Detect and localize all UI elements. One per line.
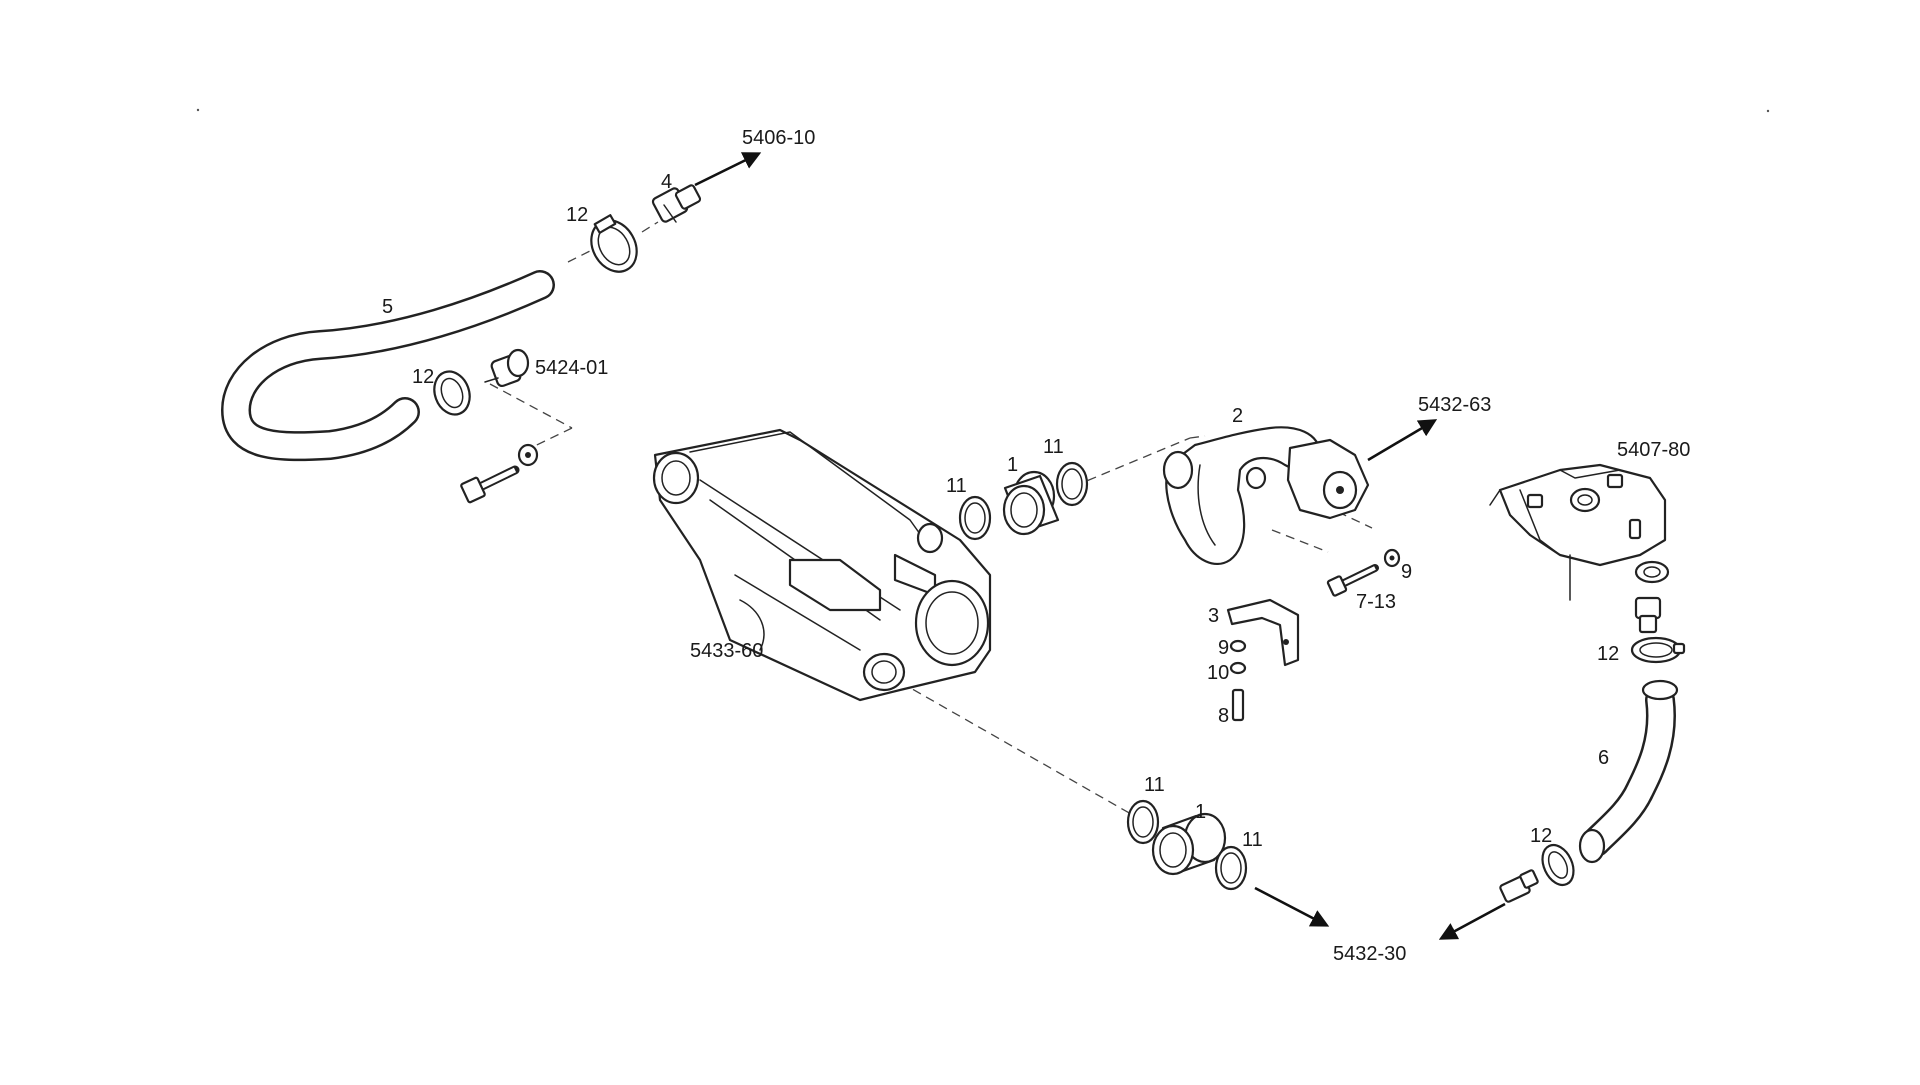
hose-clamp-mid: [433, 370, 471, 416]
corner-mark-left: [196, 108, 200, 112]
arrow-to-5406-10: [694, 152, 762, 187]
label-item-1-b: 1: [1195, 801, 1206, 823]
label-item-11-b: 11: [1043, 436, 1064, 458]
label-ref-5433-60: 5433-60: [690, 640, 763, 662]
label-ref-5406-10: 5406-10: [742, 127, 815, 149]
egr-cooler: [652, 428, 992, 702]
arrow-to-5432-30-right: [1438, 902, 1506, 940]
label-item-12-right: 12: [1597, 643, 1619, 665]
label-item-3: 3: [1208, 605, 1219, 627]
label-item-9-a: 9: [1401, 561, 1412, 583]
connector-4: [651, 184, 702, 223]
label-item-1-a: 1: [1007, 454, 1018, 476]
bolt-left: [460, 443, 539, 504]
label-item-12-top: 12: [566, 204, 588, 226]
hose-6: [1578, 679, 1679, 864]
label-ref-5407-80: 5407-80: [1617, 439, 1690, 461]
label-item-9-b: 9: [1218, 637, 1229, 659]
reference-arrows: [694, 152, 1506, 940]
label-item-10: 10: [1207, 662, 1229, 684]
label-ref-5432-30: 5432-30: [1333, 943, 1406, 965]
label-item-11-c: 11: [1144, 774, 1165, 796]
label-item-2: 2: [1232, 405, 1243, 427]
label-item-6: 6: [1598, 747, 1609, 769]
fitting-5424-01: [484, 348, 530, 388]
fitting-bottom: [1499, 869, 1539, 903]
label-item-12-bottom: 12: [1530, 825, 1552, 847]
labels: 5406-10 4 12 5 12 5424-01 5433-60 11 1 1…: [382, 127, 1690, 965]
fitting-right: [1634, 560, 1670, 634]
hose-clamp-bottom: [1541, 843, 1575, 887]
arrow-to-5432-63: [1367, 419, 1438, 462]
label-item-11-d: 11: [1242, 829, 1263, 851]
bracket-3: [1226, 598, 1300, 722]
sleeve-upper-set: [958, 461, 1089, 541]
label-item-8: 8: [1218, 705, 1229, 727]
egr-pipe-2: [1162, 426, 1370, 566]
arrow-to-5432-30-left: [1254, 886, 1330, 927]
engine-block-5407-80: [1489, 463, 1667, 601]
label-item-12-mid: 12: [412, 366, 434, 388]
hose-5: [221, 270, 555, 462]
label-ref-5424-01: 5424-01: [535, 357, 608, 379]
hose-clamp-right: [1630, 636, 1686, 664]
hose-clamp-top: [590, 214, 638, 273]
bolt-7-13: [1326, 548, 1401, 597]
label-item-11-a: 11: [946, 475, 967, 497]
label-item-5: 5: [382, 296, 393, 318]
label-item-7-13: 7-13: [1356, 591, 1396, 613]
corner-mark-right: [1766, 109, 1770, 113]
label-item-4: 4: [661, 171, 672, 193]
sleeve-lower-set: [1126, 799, 1248, 891]
label-ref-5432-63: 5432-63: [1418, 394, 1491, 416]
